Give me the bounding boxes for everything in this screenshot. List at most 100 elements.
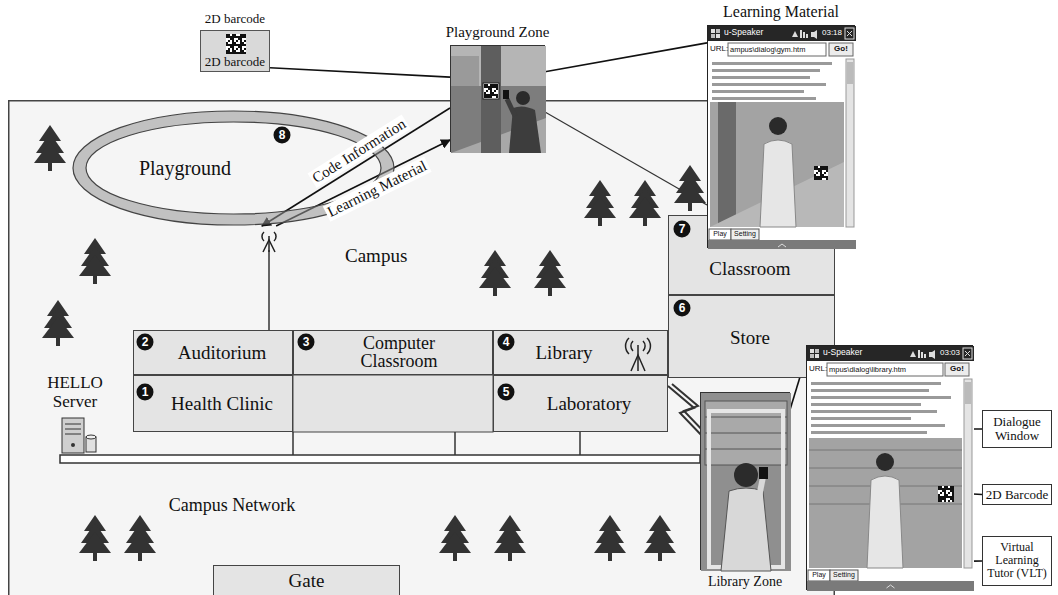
rect-shape bbox=[228, 34, 230, 36]
rect-shape bbox=[486, 96, 488, 98]
rect-shape bbox=[712, 90, 804, 93]
rect-shape bbox=[948, 492, 950, 494]
leader-line bbox=[973, 560, 982, 562]
line-shape bbox=[268, 250, 270, 330]
path-shape bbox=[792, 31, 798, 37]
rect-shape bbox=[820, 168, 822, 170]
rect-shape bbox=[240, 34, 242, 36]
rect-shape bbox=[952, 500, 954, 502]
rect-shape bbox=[240, 50, 242, 52]
rect-shape bbox=[240, 44, 242, 46]
rect-shape bbox=[490, 94, 492, 96]
text-label: Campus Network bbox=[169, 496, 295, 516]
path-shape bbox=[631, 355, 645, 371]
building-box: Auditorium bbox=[133, 330, 293, 375]
rect-shape bbox=[240, 40, 242, 42]
circle-shape bbox=[516, 91, 530, 105]
rect-shape bbox=[238, 52, 240, 54]
node-text: 2D barcode bbox=[205, 55, 265, 69]
rect-shape bbox=[484, 84, 498, 98]
rect-shape bbox=[944, 500, 946, 502]
rect-shape bbox=[483, 83, 499, 99]
rect-shape bbox=[731, 229, 759, 240]
rect-shape bbox=[232, 50, 234, 52]
rect-shape bbox=[944, 488, 946, 490]
rect-shape bbox=[486, 90, 488, 92]
rect-shape bbox=[945, 363, 969, 376]
rect-shape bbox=[244, 36, 246, 38]
rect-shape bbox=[826, 166, 828, 168]
zone-photo: Library Zone bbox=[700, 392, 790, 570]
node-text: Playground bbox=[139, 157, 231, 179]
rect-shape bbox=[808, 570, 830, 581]
rect-shape bbox=[938, 488, 940, 490]
callout-box: 2D Barcode bbox=[982, 484, 1052, 505]
rect-shape bbox=[938, 494, 940, 496]
rect-shape bbox=[230, 46, 232, 48]
rect-shape bbox=[759, 467, 768, 479]
rect-shape bbox=[811, 403, 921, 406]
rect-shape bbox=[244, 34, 246, 36]
polygon-shape bbox=[629, 197, 661, 218]
rect-shape bbox=[952, 490, 954, 492]
rect-shape bbox=[238, 44, 240, 46]
rect-shape bbox=[234, 50, 236, 52]
node-text: Play bbox=[812, 571, 826, 579]
building-box: Library bbox=[493, 330, 668, 375]
rect-shape bbox=[484, 84, 486, 86]
rect-shape bbox=[950, 496, 952, 498]
rect-shape bbox=[228, 48, 230, 50]
path-shape bbox=[910, 351, 916, 357]
node-text: 2D Barcode bbox=[985, 487, 1049, 501]
rect-shape bbox=[712, 97, 816, 100]
rect-shape bbox=[952, 492, 954, 494]
line-shape bbox=[847, 31, 852, 36]
tree-icon bbox=[534, 250, 566, 296]
rect-shape bbox=[48, 163, 52, 171]
rect-shape bbox=[820, 170, 822, 172]
rect-shape bbox=[811, 424, 945, 427]
rect-shape bbox=[244, 40, 246, 42]
line-shape bbox=[965, 351, 970, 356]
polygon-shape bbox=[439, 532, 471, 553]
rect-shape bbox=[826, 170, 828, 172]
rect-shape bbox=[486, 86, 488, 88]
rect-shape bbox=[824, 172, 826, 174]
rect-shape bbox=[826, 176, 828, 178]
rect-shape bbox=[820, 166, 822, 168]
rect-shape bbox=[950, 488, 952, 490]
node-text: Setting bbox=[833, 571, 855, 579]
rect-shape bbox=[453, 553, 457, 561]
rect-shape bbox=[708, 26, 856, 249]
rect-shape bbox=[942, 490, 944, 492]
rect-shape bbox=[490, 96, 492, 98]
path-shape bbox=[867, 476, 903, 568]
screen-illustration bbox=[708, 26, 856, 249]
rect-shape bbox=[451, 46, 546, 153]
rect-shape bbox=[62, 418, 84, 453]
rect-shape bbox=[494, 90, 496, 92]
path-shape bbox=[760, 140, 796, 227]
node-text: u-Speaker bbox=[724, 28, 763, 37]
rect-shape bbox=[242, 44, 244, 46]
rect-shape bbox=[56, 338, 60, 346]
rect-shape bbox=[244, 44, 246, 46]
node-text: URL: bbox=[809, 365, 827, 374]
photo-illustration bbox=[701, 393, 791, 571]
rect-shape bbox=[814, 174, 816, 176]
rect-shape bbox=[712, 69, 820, 72]
rect-shape bbox=[93, 276, 97, 284]
rect-shape bbox=[486, 94, 488, 96]
rect-shape bbox=[451, 56, 479, 86]
callout-number: 6 bbox=[674, 300, 691, 317]
node-text: 2D barcode bbox=[205, 12, 265, 26]
rect-shape bbox=[728, 43, 826, 56]
line-shape bbox=[965, 351, 970, 356]
callout-box: Virtual Learning Tutor (VLT) bbox=[982, 536, 1052, 586]
rect-shape bbox=[964, 379, 972, 568]
tree-group bbox=[34, 125, 706, 561]
rect-shape bbox=[508, 553, 512, 561]
rect-shape bbox=[232, 46, 234, 48]
rect-shape bbox=[820, 172, 822, 174]
rect-shape bbox=[938, 486, 940, 488]
